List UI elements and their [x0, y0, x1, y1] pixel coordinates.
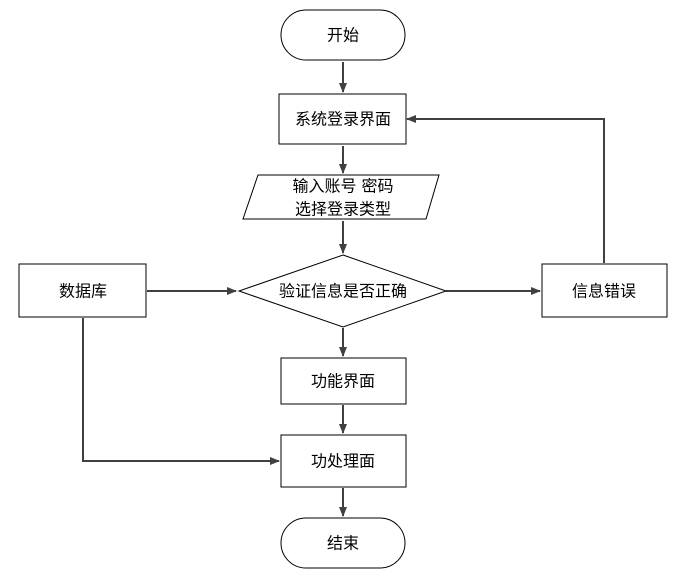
login-screen-box: [278, 93, 407, 145]
end-terminal-shape: [280, 517, 406, 569]
node-end: 结束: [280, 517, 406, 569]
start-terminal-shape: [280, 9, 406, 61]
database-box: [18, 263, 147, 318]
error-box: [541, 263, 668, 318]
input-parallelogram-shape: [242, 174, 440, 220]
node-input: 输入账号 密码 选择登录类型: [242, 174, 440, 220]
input-label-line2: 选择登录类型: [295, 200, 391, 219]
end-label: 结束: [327, 534, 359, 553]
database-label: 数据库: [59, 282, 107, 301]
process-screen-box: [280, 434, 407, 488]
input-label-line1: 输入账号 密码: [292, 177, 393, 196]
edge-database-to-process: [82, 318, 280, 465]
node-login-screen: 系统登录界面: [278, 93, 407, 145]
function-screen-box: [280, 357, 407, 405]
flow-edges: [82, 62, 605, 517]
verify-diamond-shape: [237, 254, 448, 328]
node-error: 信息错误: [541, 263, 668, 318]
node-process-screen: 功处理面: [280, 434, 407, 488]
verify-label: 验证信息是否正确: [279, 282, 407, 301]
node-start: 开始: [280, 9, 406, 61]
function-screen-label: 功能界面: [311, 372, 375, 391]
process-screen-label: 功处理面: [311, 452, 375, 471]
login-screen-label: 系统登录界面: [295, 110, 391, 129]
start-label: 开始: [327, 26, 359, 45]
node-database: 数据库: [18, 263, 147, 318]
node-function-screen: 功能界面: [280, 357, 407, 405]
error-label: 信息错误: [572, 282, 636, 301]
node-verify: 验证信息是否正确: [237, 254, 448, 328]
edge-error-to-login: [406, 115, 605, 263]
